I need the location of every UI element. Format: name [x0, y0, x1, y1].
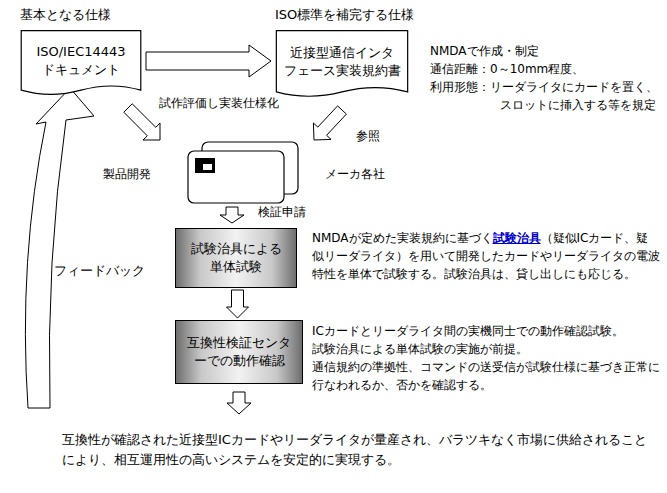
- label-text: 参照: [356, 129, 380, 143]
- description: NMDAが定めた実装規約に基づく試験治具（疑似ICカード、疑似リーダライタ）を用…: [312, 229, 660, 283]
- feedback-arrow: [25, 88, 94, 408]
- edge-label: 試作評価し実装仕様化: [159, 95, 279, 112]
- document-box: ISO標準を補完する仕様近接型通信インタ フェース実装規約書: [275, 30, 409, 102]
- label-text: メーカ各社: [325, 167, 385, 181]
- flow-arrow: [313, 106, 346, 140]
- label-text: 通信距離：0～10mm程度、: [430, 62, 584, 76]
- note-text: 検証申請: [258, 203, 318, 221]
- note-text: 通信距離：0～10mm程度、: [430, 60, 660, 78]
- label-text: NMDAで作成・制定: [430, 44, 539, 58]
- label-text: 製品開発: [103, 167, 151, 181]
- card-illustration: [188, 142, 298, 203]
- label-text: 互換性が確認された近接型ICカードやリーダライタが量産され、バラツキなく市場に供…: [62, 432, 647, 467]
- flow-arrow: [124, 104, 160, 140]
- note-text: 製品開発: [103, 165, 163, 183]
- note-text: 互換性が確認された近接型ICカードやリーダライタが量産され、バラツキなく市場に供…: [62, 430, 654, 470]
- label-text: NMDAが定めた実装規約に基づく: [312, 231, 493, 245]
- label-text: 利用形態：リーダライタにカードを置く、 スロットに挿入する等を規定: [430, 80, 658, 112]
- process-box: 試験治具による 単体試験: [175, 228, 297, 288]
- note-text: メーカ各社: [325, 165, 405, 183]
- node-text: 近接型通信インタ フェース実装規約書: [283, 44, 401, 79]
- label-text: 検証申請: [258, 205, 306, 219]
- note-text: フィードバック: [54, 262, 154, 280]
- document-box: 基本となる仕様ISO/IEC14443 ドキュメント: [20, 30, 142, 100]
- flow-arrow: [227, 392, 251, 414]
- label-text: フィードバック: [54, 263, 145, 278]
- link-text: 試験治具: [493, 231, 541, 245]
- note-text: NMDAで作成・制定: [430, 42, 660, 60]
- flow-arrow: [220, 207, 244, 223]
- connector: [227, 290, 249, 318]
- spec-heading: 基本となる仕様: [20, 6, 111, 24]
- connector-arrow: [227, 290, 249, 318]
- connector: [146, 45, 271, 77]
- spec-heading: ISO標準を補完する仕様: [275, 6, 414, 24]
- label-text: 通信規約の準拠性、コマンドの送受信が試験仕様に基づき正常に行なわれるか、否かを確…: [312, 358, 660, 394]
- node-text: 試験治具による 単体試験: [186, 240, 286, 275]
- process-box: 互換性検証センタ ーでの動作確認: [175, 320, 303, 384]
- label-text: 試験治具による単体試験の実施が前提。: [312, 340, 660, 358]
- description: ICカードとリーダライタ間の実機同士での動作確認試験。試験治具による単体試験の実…: [312, 322, 660, 394]
- node-text: 互換性検証センタ ーでの動作確認: [186, 334, 292, 369]
- note-text: 参照: [356, 127, 396, 145]
- connector-arrow: [146, 45, 271, 77]
- node-text: ISO/IEC14443 ドキュメント: [28, 43, 134, 78]
- label-text: ICカードとリーダライタ間の実機同士での動作確認試験。: [312, 322, 660, 340]
- note-text: 利用形態：リーダライタにカードを置く、 スロットに挿入する等を規定: [430, 78, 666, 114]
